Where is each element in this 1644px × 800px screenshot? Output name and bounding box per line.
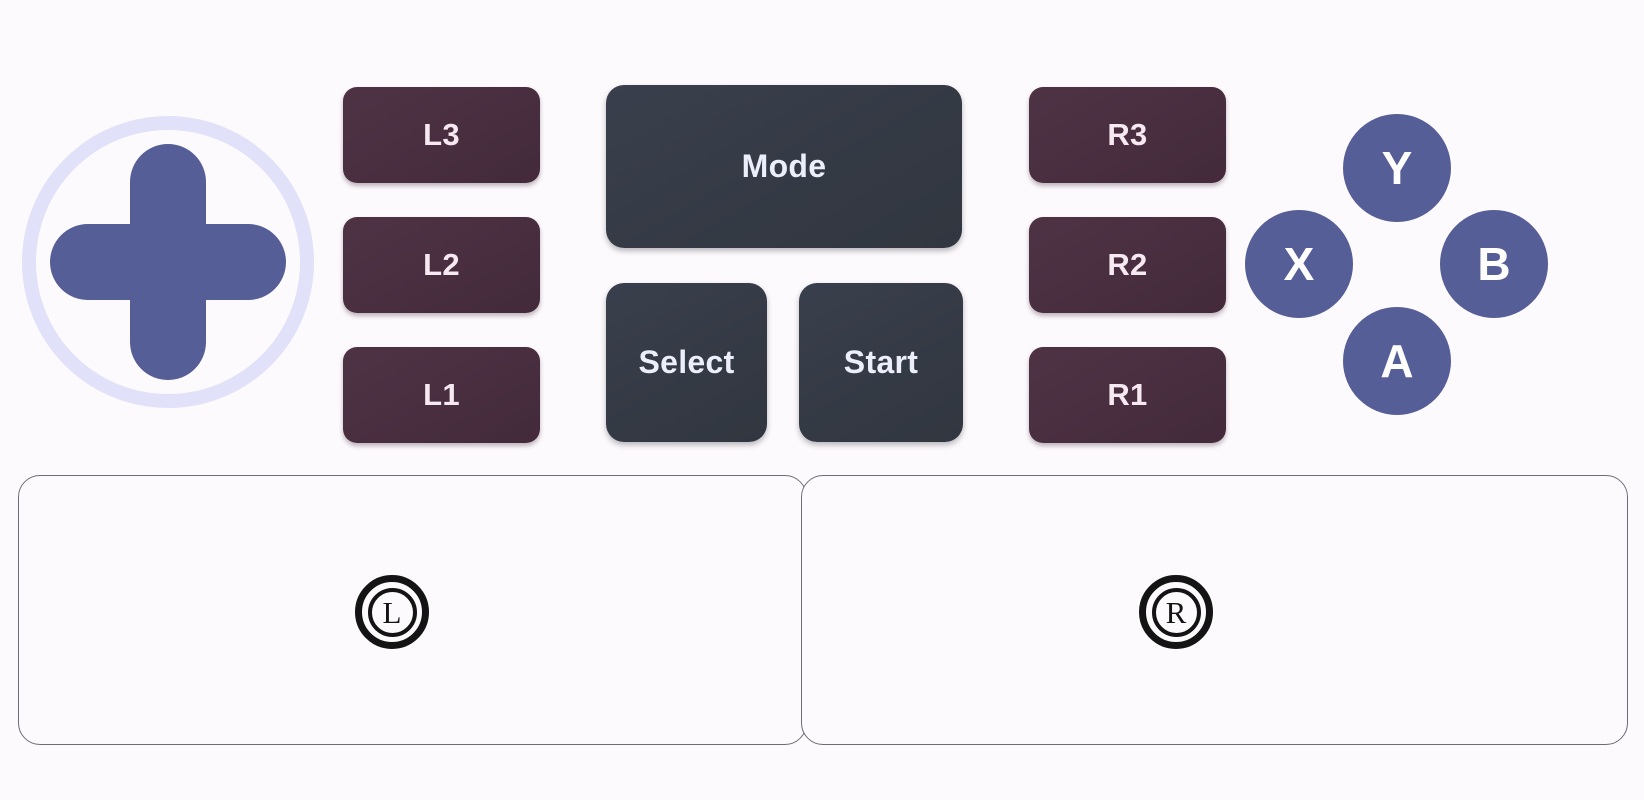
button-b[interactable]: B — [1440, 210, 1548, 318]
circled-r-letter: R — [1165, 594, 1187, 630]
circled-l-letter: L — [382, 594, 402, 630]
dpad-horizontal-bar — [50, 224, 286, 300]
button-select[interactable]: Select — [606, 283, 767, 442]
button-mode[interactable]: Mode — [606, 85, 962, 248]
button-r2[interactable]: R2 — [1029, 217, 1226, 313]
circled-r-icon[interactable]: R — [1139, 575, 1213, 649]
button-r1[interactable]: R1 — [1029, 347, 1226, 443]
circled-l-icon[interactable]: L — [355, 575, 429, 649]
button-x[interactable]: X — [1245, 210, 1353, 318]
button-a[interactable]: A — [1343, 307, 1451, 415]
button-r3[interactable]: R3 — [1029, 87, 1226, 183]
dpad-control[interactable] — [22, 116, 314, 408]
button-l2[interactable]: L2 — [343, 217, 540, 313]
button-l3[interactable]: L3 — [343, 87, 540, 183]
button-y[interactable]: Y — [1343, 114, 1451, 222]
right-stick-panel[interactable] — [801, 475, 1628, 745]
button-l1[interactable]: L1 — [343, 347, 540, 443]
dpad-cross-icon[interactable] — [50, 144, 286, 380]
button-start[interactable]: Start — [799, 283, 963, 442]
